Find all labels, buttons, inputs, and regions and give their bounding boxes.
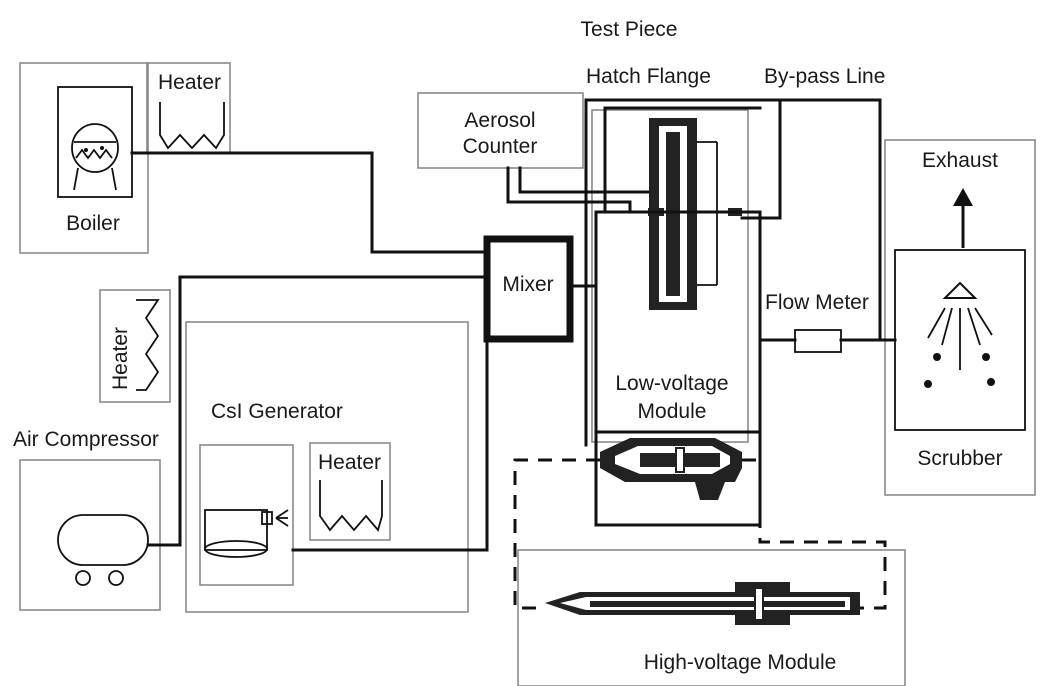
heater-gen-coil-icon [319,480,383,532]
mixer-box [483,235,574,343]
scrubber-enclosure [884,139,1036,496]
aerosol-counter-label-line2: Counter [463,135,538,158]
hv-dashed-line-right [742,458,887,610]
scrubber-label: Scrubber [917,447,1002,470]
aerosol-counter-box [417,92,584,169]
heater-gen-box [309,442,391,541]
low-voltage-module-icon [600,438,742,500]
csi-generator-enclosure [185,321,469,613]
boiler-vessel [57,86,133,198]
csi-nozzle-icon [204,509,289,558]
boiler-enclosure [19,62,149,254]
air-compressor-enclosure [19,459,161,611]
low-voltage-label-line1: Low-voltage [615,372,728,395]
heater-left-coil-icon [136,299,160,391]
air-compressor-tank-icon [57,514,149,586]
low-voltage-label-line2: Module [638,400,707,423]
boiler-label: Boiler [66,212,120,235]
diagram-title: Test Piece [581,18,678,41]
scrubber-spray-icon [924,281,995,388]
csi-generator-label: CsI Generator [211,400,343,423]
flow-meter-box [794,329,842,353]
heater-top-coil-icon [159,102,225,150]
bypass-line-label: By-pass Line [764,65,885,88]
aerosol-counter-label-line1: Aerosol [464,109,535,132]
high-voltage-module-icon [545,582,860,625]
piping [130,98,897,552]
csi-generator-unit [199,444,294,586]
hatch-flange-label: Hatch Flange [586,65,711,88]
boiler-icon [71,123,119,191]
hatch-flange-assembly [648,118,742,310]
air-compressor-label: Air Compressor [13,428,159,451]
flow-meter-label: Flow Meter [765,291,869,314]
exhaust-arrow-icon [953,188,973,206]
mixer-label: Mixer [502,273,553,296]
hv-dashed-line-left [513,458,600,610]
exhaust-label: Exhaust [922,149,998,172]
heater-top-label: Heater [158,71,221,94]
heater-left-box [99,289,171,403]
heater-gen-label: Heater [318,451,381,474]
heater-left-label: Heater [109,327,132,390]
high-voltage-label: High-voltage Module [644,651,837,674]
high-voltage-enclosure [517,549,906,686]
